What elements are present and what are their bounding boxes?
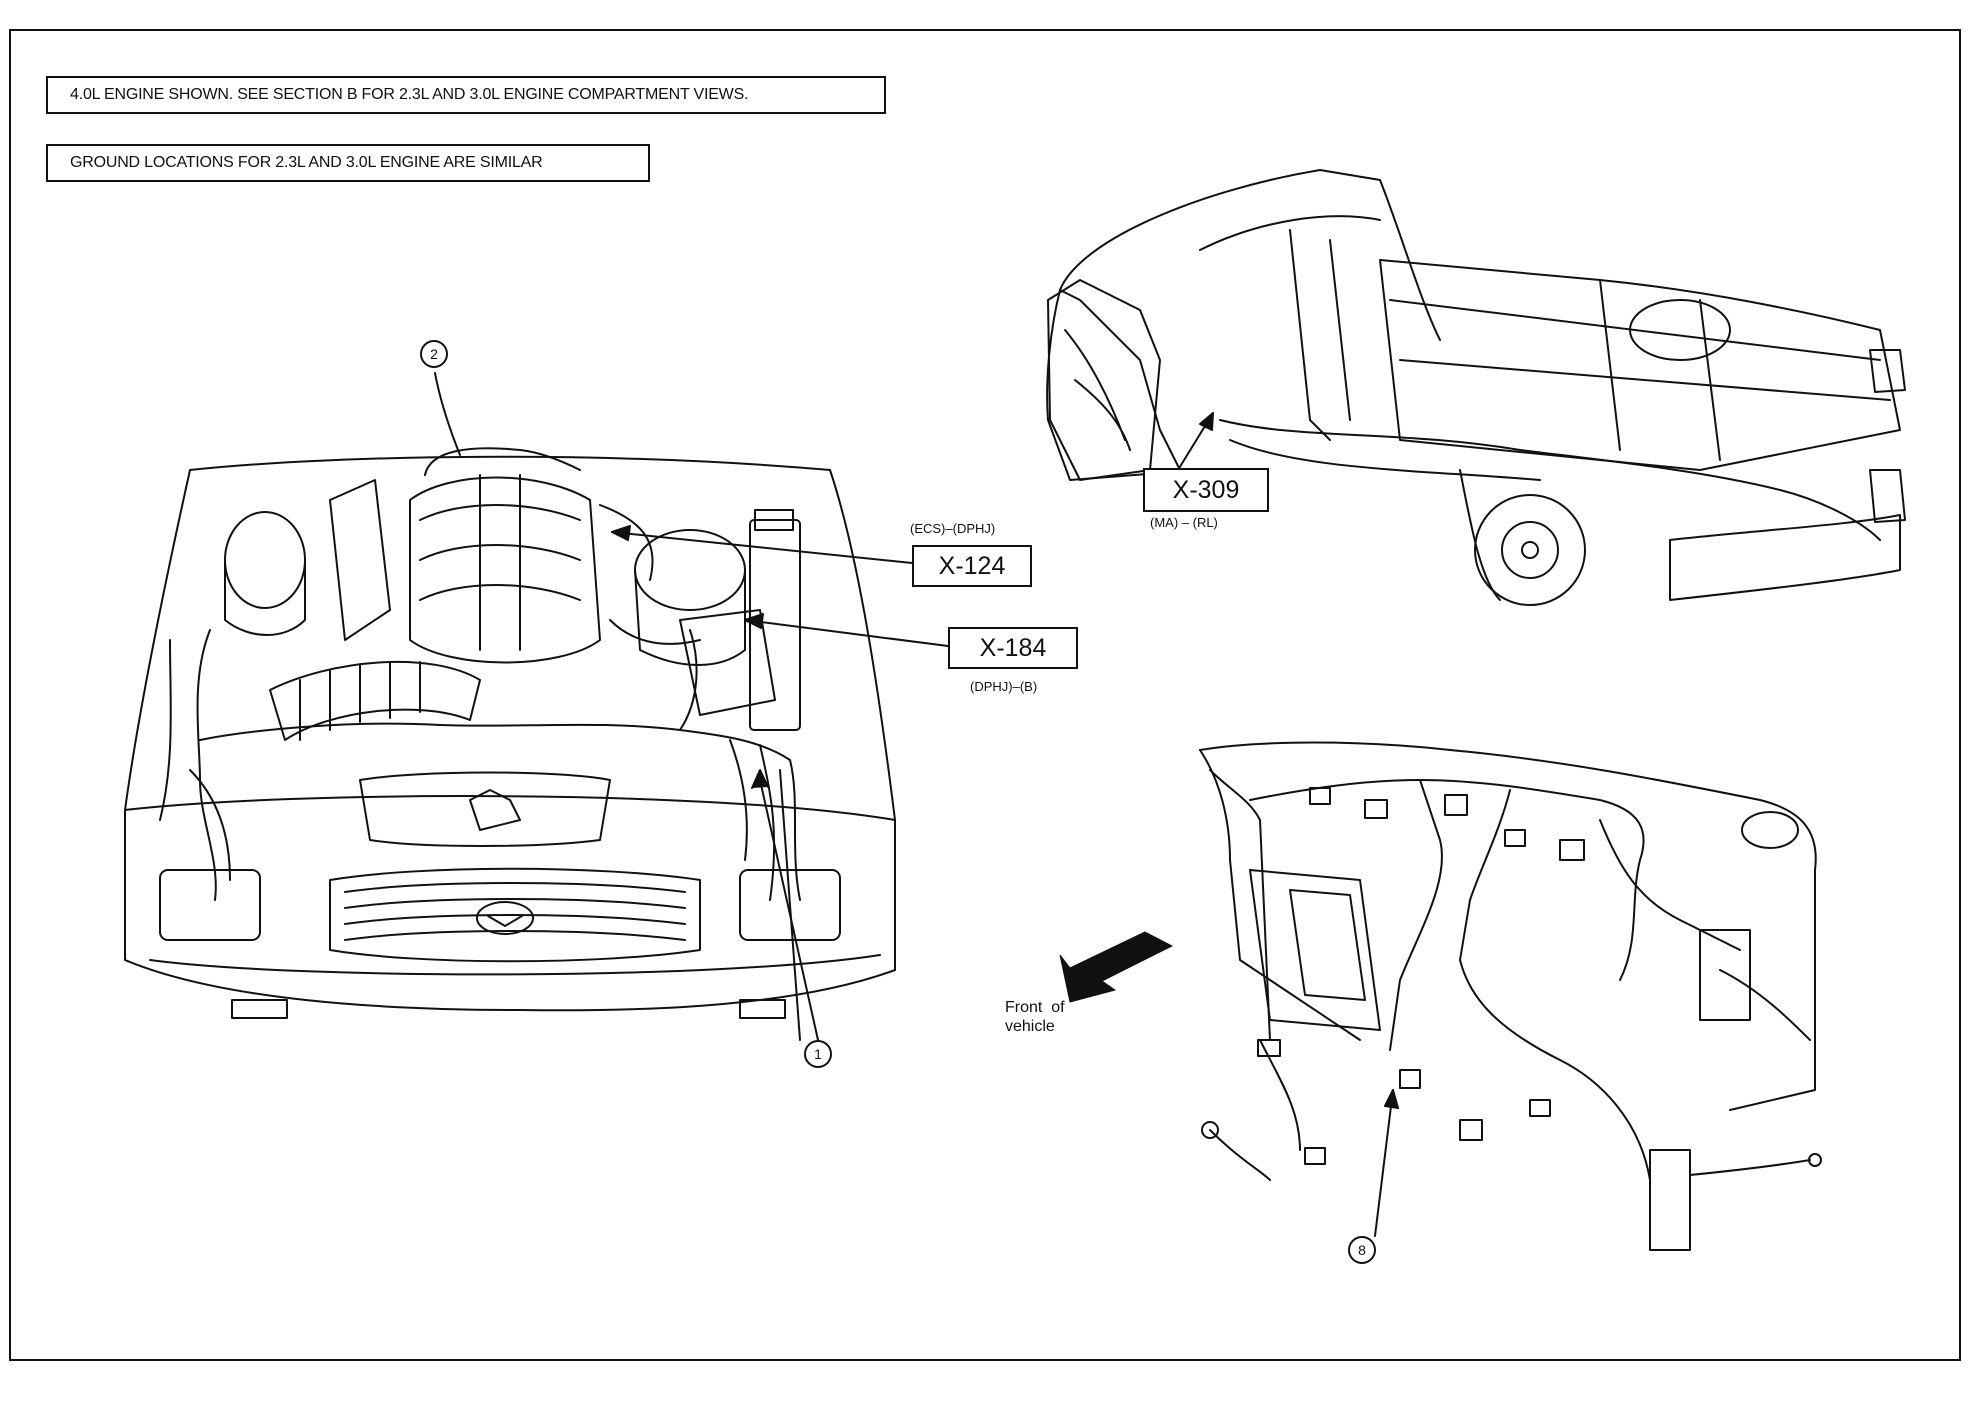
engine-compartment-illustration [124, 372, 949, 1041]
instrument-panel-illustration [1199, 741, 1822, 1251]
note-engine-shown: 4.0L ENGINE SHOWN. SEE SECTION B FOR 2.3… [46, 76, 886, 114]
connector-x309-label: X-309 [1143, 468, 1269, 512]
callout-1: 1 [804, 1040, 832, 1068]
truck-body-illustration [1046, 169, 1906, 606]
front-of-vehicle-line2: vehicle [1005, 1018, 1055, 1035]
front-of-vehicle-line1: Front of [1005, 999, 1065, 1016]
note-ground-locations: GROUND LOCATIONS FOR 2.3L AND 3.0L ENGIN… [46, 144, 650, 182]
front-of-vehicle-label: Front of vehicle [1005, 998, 1065, 1036]
connector-x309-sub: (MA) – (RL) [1150, 515, 1218, 530]
connector-x184-label: X-184 [948, 627, 1078, 669]
connector-x124-sub: (ECS)–(DPHJ) [910, 521, 996, 536]
callout-2: 2 [420, 340, 448, 368]
diagram-frame [9, 29, 1961, 1361]
connector-x184-sub: (DPHJ)–(B) [970, 679, 1038, 694]
front-arrow [1059, 931, 1174, 1003]
callout-8: 8 [1348, 1236, 1376, 1264]
connector-x124-label: X-124 [912, 545, 1032, 587]
